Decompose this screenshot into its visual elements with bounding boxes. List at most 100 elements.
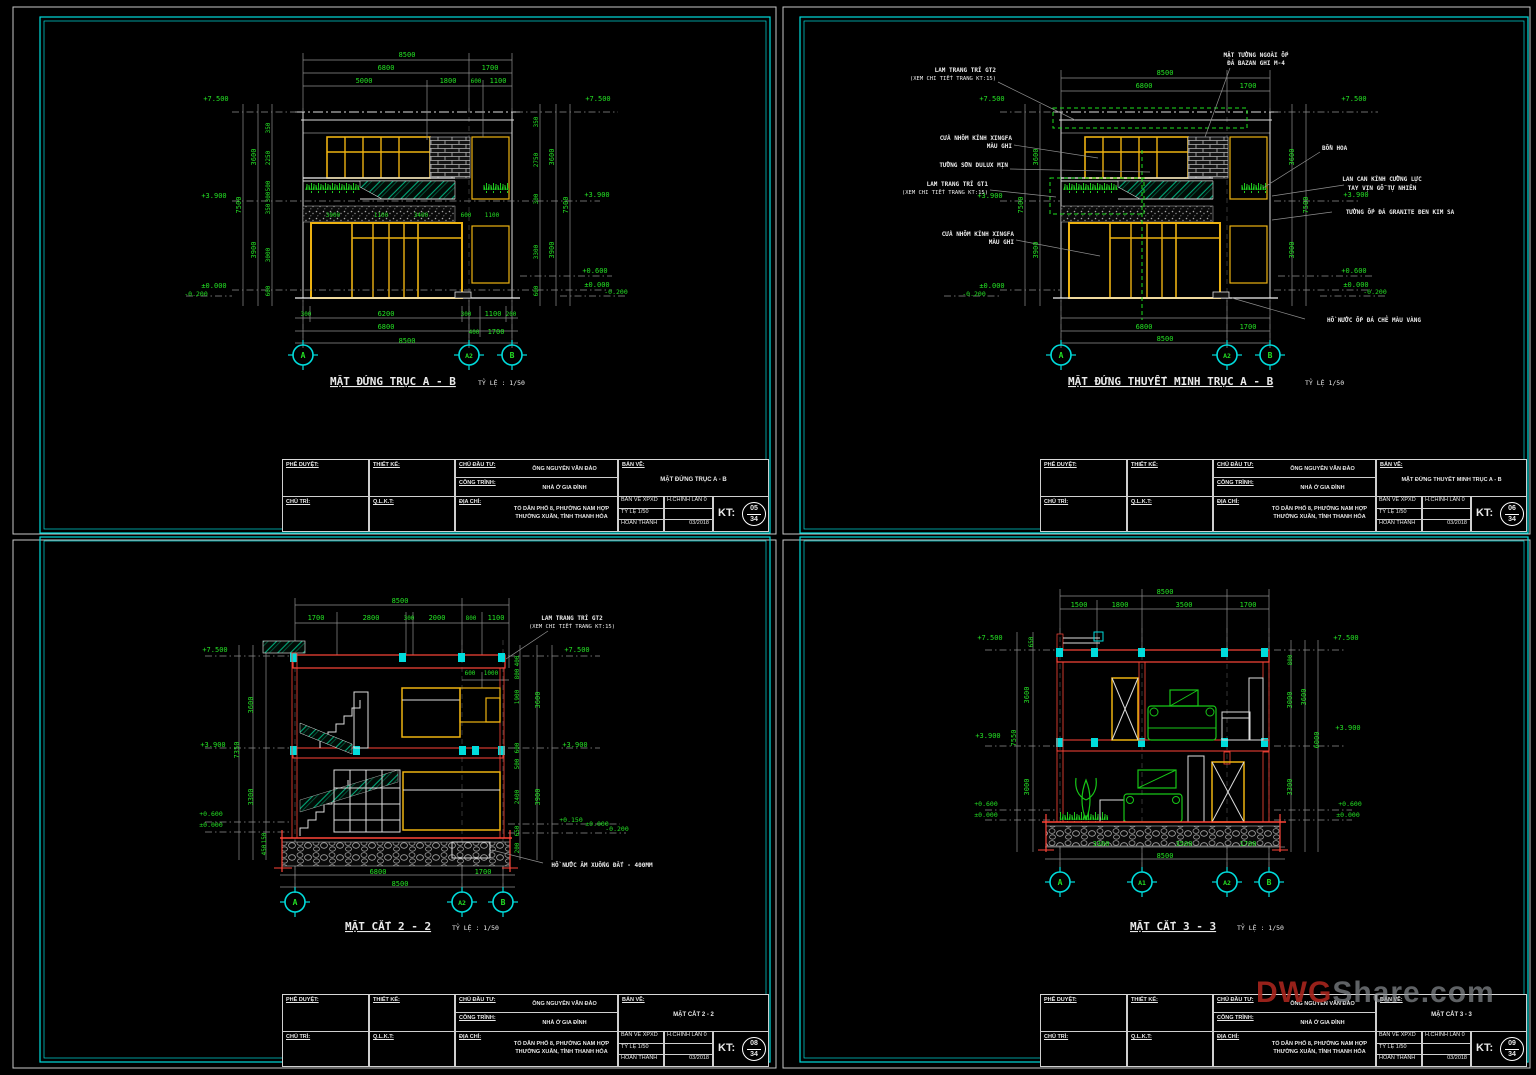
drawing-label: +7.500 bbox=[979, 95, 1004, 103]
drawing-label: A2 bbox=[1223, 879, 1231, 887]
drawing-label: +0.600 bbox=[199, 810, 223, 818]
drawing-label: A bbox=[293, 898, 298, 907]
drawing-label: 3000 bbox=[1023, 779, 1031, 796]
drawing-label: ±0.000 bbox=[979, 282, 1004, 290]
drawing-label: ±0.000 bbox=[199, 821, 223, 829]
drawing-label: 1800 bbox=[440, 77, 457, 85]
sheet-name: MẶT CẮT 3 - 3 bbox=[1431, 1012, 1472, 1018]
drawing-label: +3.900 bbox=[200, 741, 225, 749]
drawing-label: 3600 bbox=[1032, 149, 1040, 166]
sheet4-title: MẶT CẮT 3 - 3 bbox=[1130, 920, 1216, 933]
drawing-label: 2800 bbox=[363, 614, 380, 622]
drawing-label: B bbox=[1267, 878, 1272, 887]
drawing-label: 500 bbox=[265, 180, 272, 191]
drawing-label: (XEM CHI TIẾT TRANG KT:15) bbox=[910, 74, 996, 82]
drawing-label: 1100 bbox=[490, 77, 507, 85]
drawing-label: 600 bbox=[265, 285, 272, 296]
drawing-label: +0.150 bbox=[559, 816, 583, 824]
drawing-label: ĐÁ BAZAN GHI M-4 bbox=[1227, 60, 1285, 67]
drawing-label: 7500 bbox=[235, 197, 243, 214]
drawing-label: A2 bbox=[465, 352, 473, 360]
design-label: THIẾT KẾ: bbox=[373, 462, 400, 468]
drawing-label: 7500 bbox=[1302, 197, 1310, 214]
drawing-label: 3000 bbox=[265, 247, 272, 262]
drawing-label: 1700 bbox=[488, 328, 505, 336]
annotation-leaders bbox=[989, 67, 1345, 320]
drawing-label: +0.600 bbox=[974, 800, 998, 808]
drawing-label: 300 bbox=[404, 615, 415, 622]
paper-borders bbox=[12, 6, 1531, 1069]
drawing-label: 3900 bbox=[534, 789, 542, 806]
drawing-label: +7.500 bbox=[1333, 634, 1358, 642]
drawing-label: 1000 bbox=[484, 670, 499, 677]
sheet2-elevation-drawing bbox=[944, 67, 1385, 371]
sheet-frames bbox=[39, 16, 1529, 1063]
drawing-label: 3900 bbox=[548, 242, 556, 259]
drawing-label: TỶ LỆ : 1/50 bbox=[452, 923, 499, 932]
drawing-label: 3000 bbox=[326, 212, 341, 219]
drawing-label: 2750 bbox=[533, 152, 540, 167]
drawing-label: BỒN HOA bbox=[1322, 145, 1348, 152]
drawing-label: 8500 bbox=[399, 51, 416, 59]
drawing-label: 6200 bbox=[378, 310, 395, 318]
drawing-label: 1700 bbox=[482, 64, 499, 72]
drawing-label: 200 bbox=[514, 842, 521, 853]
drawing-label: 1500 bbox=[1071, 601, 1088, 609]
drawing-label: 3400 bbox=[414, 212, 429, 219]
drawing-label: 350 bbox=[265, 122, 272, 133]
drawing-label: TƯỜNG SƠN DULUX MỊN bbox=[939, 162, 1008, 169]
drawing-label: LAM TRANG TRÍ GT2 bbox=[541, 614, 603, 622]
sheet1-title: MẶT ĐỨNG TRỤC A - B bbox=[330, 375, 456, 388]
drawing-label: 2250 bbox=[265, 150, 272, 165]
drawing-label: 1700 bbox=[475, 868, 492, 876]
titleblock-sheet4: PHÊ DUYỆT: CHỦ TRÌ: THIẾT KẾ: Q.L.K.T: C… bbox=[1040, 994, 1527, 1067]
drawing-label: CỬA NHÔM KÍNH XINGFA bbox=[940, 134, 1013, 142]
drawing-label: HỒ NƯỚC ỐP ĐÁ CHẺ MÀU VÀNG bbox=[1327, 316, 1421, 324]
drawing-label: +7.500 bbox=[977, 634, 1002, 642]
drawing-label: 6800 bbox=[1136, 82, 1153, 90]
drawing-label: +3.900 bbox=[201, 192, 226, 200]
titleblock-sheet1: PHÊ DUYỆT: CHỦ TRÌ: THIẾT KẾ: Q.L.K.T: C… bbox=[282, 459, 769, 532]
drawing-label: TỶ LỆ : 1/50 bbox=[1237, 923, 1284, 932]
drawing-label: +7.500 bbox=[564, 646, 589, 654]
drawing-label: A bbox=[1058, 878, 1063, 887]
drawing-label: +3.900 bbox=[1335, 724, 1360, 732]
drawing-label: 1700 bbox=[1240, 323, 1257, 331]
drawing-label: 1100 bbox=[374, 212, 389, 219]
drawing-label: 1100 bbox=[488, 614, 505, 622]
drawing-label: -0.200 bbox=[962, 290, 986, 298]
sheet1-elevation-drawing bbox=[186, 53, 625, 371]
drawing-label: 600 bbox=[514, 742, 521, 753]
drawing-label: 2400 bbox=[514, 789, 521, 804]
drawing-label: 7500 bbox=[1017, 197, 1025, 214]
drawing-label: 6800 bbox=[378, 64, 395, 72]
approve-label: PHÊ DUYỆT: bbox=[286, 462, 319, 468]
drawing-label: 400 bbox=[469, 329, 480, 336]
drawing-label: 650 bbox=[1028, 636, 1035, 647]
drawing-label: 1100 bbox=[485, 212, 500, 219]
manage-label: CHỦ TRÌ: bbox=[286, 499, 311, 505]
sheet-name: MẶT CẮT 2 - 2 bbox=[673, 1012, 714, 1018]
drawing-label: 7500 bbox=[562, 197, 570, 214]
drawing-label: TƯỜNG ỐP ĐÁ GRANITE ĐEN KIM SA bbox=[1346, 209, 1455, 216]
drawing-label: MÀU GHI bbox=[987, 143, 1013, 150]
drawing-label: 6800 bbox=[370, 868, 387, 876]
drawing-label: 450 bbox=[261, 844, 268, 855]
drawing-label: +0.600 bbox=[582, 267, 607, 275]
drawing-label: +3.900 bbox=[584, 191, 609, 199]
drawing-label: 400 bbox=[514, 655, 521, 666]
drawing-label: ±0.000 bbox=[584, 281, 609, 289]
drawing-label: B bbox=[501, 898, 506, 907]
drawing-label: MẶT TƯỜNG NGOÀI ỐP bbox=[1223, 52, 1288, 59]
drawing-label: 300 bbox=[265, 191, 272, 202]
drawing-label: 350 bbox=[533, 116, 540, 127]
drawing-label: +7.500 bbox=[585, 95, 610, 103]
drawing-label: 1900 bbox=[514, 689, 521, 704]
drawing-label: 3000 bbox=[1286, 692, 1294, 709]
